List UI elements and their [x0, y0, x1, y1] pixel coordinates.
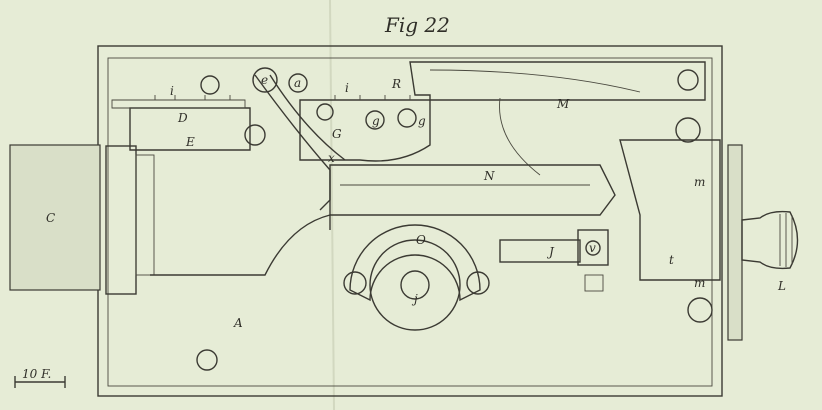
lever-curve	[254, 74, 331, 211]
label-m-upper: m	[694, 175, 705, 189]
screw-e	[244, 124, 266, 146]
label-l: L	[777, 279, 786, 293]
block-small	[584, 274, 604, 292]
plate-d	[111, 99, 246, 109]
label-g: G	[332, 127, 342, 141]
knob-l-knurl	[779, 213, 793, 267]
roller-spring	[675, 117, 701, 143]
label-e: e	[261, 73, 268, 87]
hub-o	[369, 239, 461, 331]
label-x: x	[328, 151, 335, 165]
label-o: O	[416, 233, 426, 247]
pivot-e	[252, 67, 278, 93]
label-i-left: i	[170, 84, 174, 98]
tumbler-notches	[154, 95, 231, 100]
face-plate	[727, 144, 743, 341]
pin-a	[288, 73, 308, 93]
tumbler-g-notches	[334, 95, 411, 100]
label-v: v	[589, 241, 596, 255]
figure-title: Fig 22	[384, 13, 450, 37]
lock-case-inner	[107, 57, 713, 387]
spring-m	[429, 69, 641, 93]
label-c: C	[46, 211, 55, 225]
pin-g-2	[365, 110, 385, 130]
label-g-pin-2: g	[418, 114, 426, 128]
tumbler-g	[299, 99, 431, 162]
label-a: a	[294, 76, 301, 90]
screw-left	[343, 271, 367, 295]
label-d: D	[177, 111, 188, 125]
pin-lower-right	[687, 297, 713, 323]
label-g-pin-1: g	[372, 114, 380, 128]
label-m-spring: M	[556, 97, 570, 111]
pin-g-1	[316, 103, 334, 121]
bolt-c-collar	[105, 145, 137, 295]
bolt-n	[329, 164, 616, 216]
knob-l	[741, 210, 799, 270]
label-j-slide: J	[546, 245, 555, 259]
label-e-guide: E	[185, 135, 195, 149]
slide-j-head	[577, 229, 609, 266]
screw-m	[677, 69, 699, 91]
screw-right	[466, 271, 490, 295]
slide-j	[499, 239, 581, 263]
label-n: N	[483, 169, 495, 183]
pin-lower-left	[196, 349, 218, 371]
scale-label: 10 F.	[22, 367, 51, 381]
spring-m-housing	[409, 61, 706, 101]
latch-t	[619, 139, 721, 281]
paper-fold	[329, 0, 335, 410]
label-j-keyhole: j	[411, 292, 418, 306]
pin-g-3	[397, 108, 417, 128]
pin-i-left	[200, 75, 220, 95]
label-t: t	[669, 253, 674, 267]
label-m-lower: m	[694, 276, 705, 290]
bolt-c-stem	[135, 154, 155, 276]
bolt-c	[9, 144, 101, 291]
lever-curve-inner	[269, 74, 346, 161]
keyhole-j	[400, 270, 430, 300]
label-r: R	[391, 77, 401, 91]
spring-m-arm	[499, 97, 541, 176]
hub-o-outer	[349, 224, 481, 302]
label-a-plate: A	[233, 316, 243, 330]
label-i-right: i	[345, 81, 349, 95]
plate-a-edge	[150, 214, 331, 276]
screw-v	[585, 240, 601, 256]
